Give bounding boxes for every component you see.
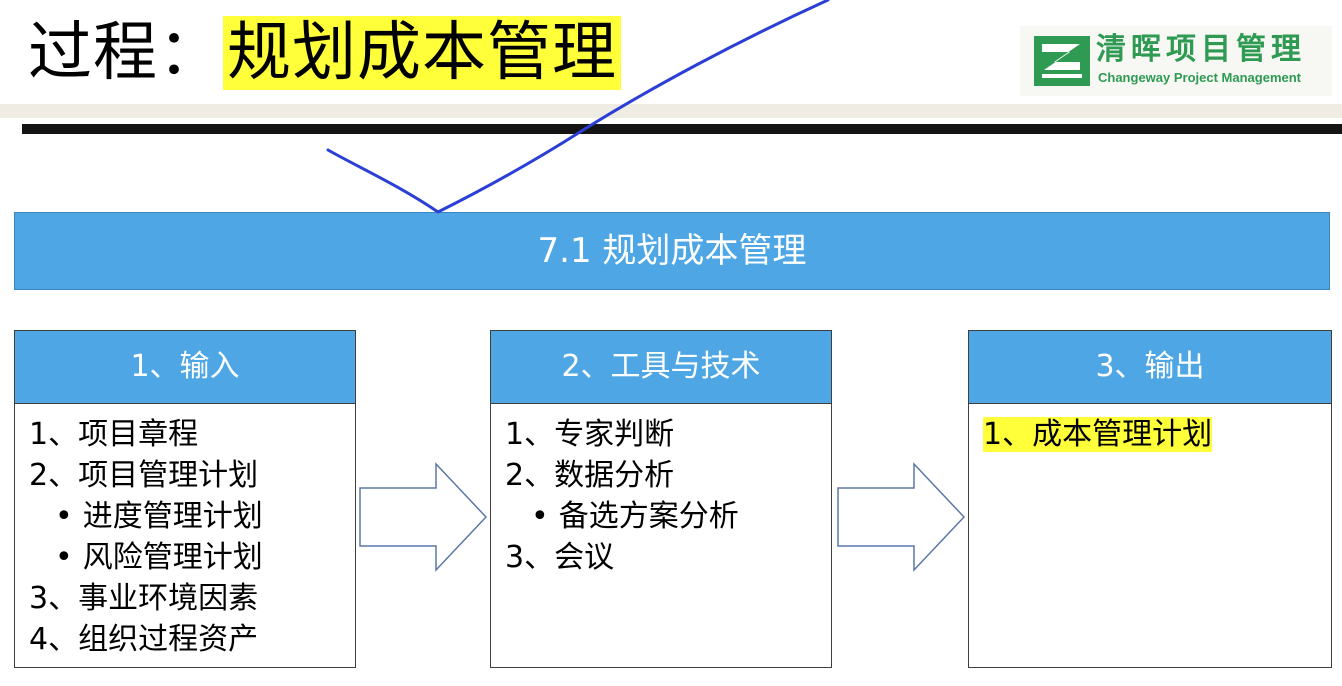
inputs-header: 1、输入 xyxy=(15,331,355,404)
inputs-list: 1、项目章程 2、项目管理计划 进度管理计划 风险管理计划 3、事业环境因素 4… xyxy=(15,404,355,660)
list-item: 3、事业环境因素 xyxy=(29,581,259,616)
outputs-list: 1、成本管理计划 xyxy=(969,404,1331,455)
list-subitem-text: 进度管理计划 xyxy=(82,499,263,534)
list-item: 1、项目章程 xyxy=(29,417,199,452)
list-item: 1、成本管理计划 xyxy=(983,414,1331,455)
list-item: 4、组织过程资产 xyxy=(29,622,259,657)
tools-techniques-header: 2、工具与技术 xyxy=(491,331,831,404)
title-prefix: 过程： xyxy=(28,16,223,90)
list-subitem: 备选方案分析 xyxy=(505,496,831,537)
logo-mark-icon xyxy=(1034,36,1090,86)
tools-techniques-box: 2、工具与技术 1、专家判断 2、数据分析 备选方案分析 3、会议 xyxy=(490,330,832,668)
logo-chinese-name: 清晖项目管理 xyxy=(1096,32,1306,67)
list-item: 2、项目管理计划 xyxy=(29,458,259,493)
title-highlight: 规划成本管理 xyxy=(223,16,621,90)
outputs-header: 3、输出 xyxy=(969,331,1331,404)
list-item: 3、会议 xyxy=(505,540,615,575)
header-divider xyxy=(22,124,1342,134)
list-subitem-text: 备选方案分析 xyxy=(558,499,739,534)
list-item: 1、专家判断 xyxy=(505,417,675,452)
inputs-box: 1、输入 1、项目章程 2、项目管理计划 进度管理计划 风险管理计划 3、事业环… xyxy=(14,330,356,668)
list-subitem: 进度管理计划 xyxy=(29,496,355,537)
slide-title: 过程：规划成本管理 xyxy=(28,8,621,98)
list-subitem: 风险管理计划 xyxy=(29,537,355,578)
outputs-box: 3、输出 1、成本管理计划 xyxy=(968,330,1332,668)
logo-english-name: Changeway Project Management xyxy=(1098,70,1301,85)
list-item: 2、数据分析 xyxy=(505,458,675,493)
right-arrow-icon xyxy=(837,462,966,572)
header-band xyxy=(0,104,1342,118)
tools-techniques-list: 1、专家判断 2、数据分析 备选方案分析 3、会议 xyxy=(491,404,831,578)
highlighted-output-text: 1、成本管理计划 xyxy=(983,417,1213,452)
right-arrow-icon xyxy=(359,462,488,572)
company-logo: 清晖项目管理 Changeway Project Management xyxy=(1020,26,1332,96)
process-title-bar: 7.1 规划成本管理 xyxy=(14,212,1330,290)
list-subitem-text: 风险管理计划 xyxy=(82,540,263,575)
